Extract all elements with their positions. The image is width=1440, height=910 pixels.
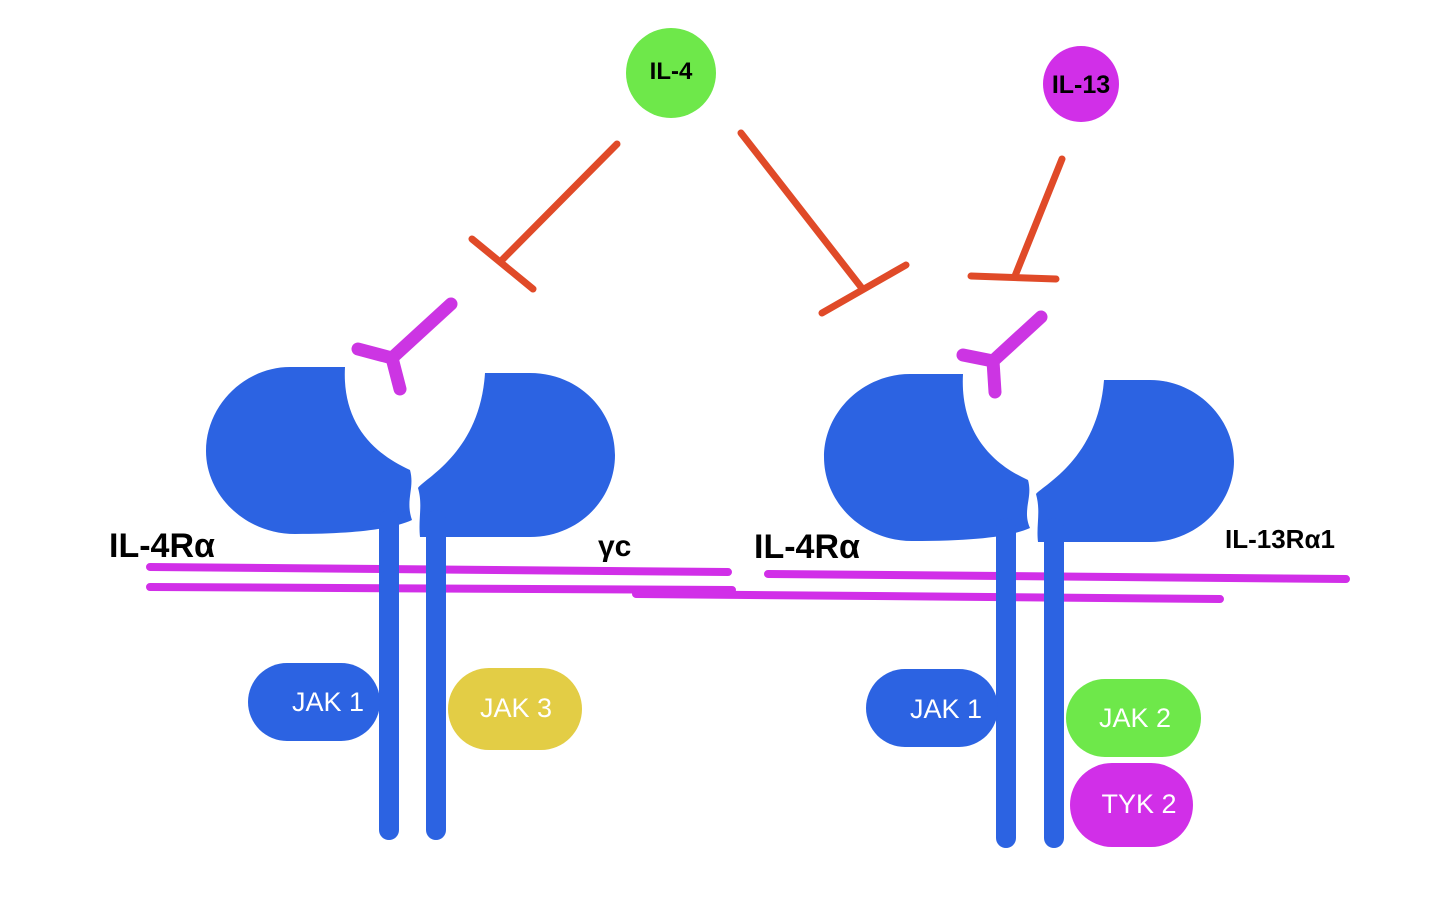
cell-membrane: [146, 563, 1350, 603]
gamma-c-extracellular-domain: [418, 373, 615, 537]
right-jak1-kinase: JAK 1: [866, 669, 998, 747]
il13ra1-extracellular-domain: [1036, 380, 1234, 542]
right-jak2-kinase: JAK 2: [1066, 679, 1201, 757]
il13-circle: [1043, 46, 1119, 122]
il13-ligand: IL-13: [1043, 46, 1119, 122]
left-gamma-c-label: γc: [598, 530, 631, 563]
right-jak2-shape: [1066, 679, 1201, 757]
left-jak3-shape: [448, 668, 582, 750]
inhibition-il4-to-right-antibody: [737, 129, 910, 317]
il4-label: IL-4: [650, 58, 693, 85]
right-tyk2-shape: [1070, 763, 1193, 847]
left-receptor-complex: JAK 1 JAK 3: [206, 367, 615, 840]
right-receptor-complex: JAK 1 JAK 2 TYK 2: [824, 374, 1234, 848]
left-jak1-kinase: JAK 1: [248, 663, 380, 741]
right-jak2-label: JAK 2: [1099, 703, 1171, 733]
right-il4ra-label: IL-4Rα: [754, 528, 860, 566]
il13-label: IL-13: [1052, 71, 1110, 99]
right-tyk2-label: TYK 2: [1101, 789, 1176, 819]
il4-ligand: IL-4: [626, 28, 716, 118]
left-jak3-kinase: JAK 3: [448, 668, 582, 750]
il4ra-right-extracellular-domain: [824, 374, 1030, 541]
right-il13ra1-label: IL-13Rα1: [1225, 524, 1335, 554]
il4-circle: [626, 28, 716, 118]
membrane-line-right-bottom: [632, 590, 1224, 603]
left-il4ra-label: IL-4Rα: [109, 527, 215, 565]
right-jak1-shape: [866, 669, 998, 747]
left-jak3-label: JAK 3: [480, 693, 552, 723]
inhibition-connectors: [468, 129, 1066, 317]
left-jak1-label: JAK 1: [292, 687, 364, 717]
right-jak1-label: JAK 1: [910, 694, 982, 724]
inhibition-il4-to-left-antibody: [468, 140, 621, 293]
left-jak1-shape: [248, 663, 380, 741]
inhibition-il13-to-right-antibody: [967, 155, 1066, 283]
right-antibody: [956, 310, 1048, 399]
left-antibody: [351, 297, 458, 396]
il4ra-extracellular-domain: [206, 367, 412, 534]
right-tyk2-kinase: TYK 2: [1070, 763, 1193, 847]
